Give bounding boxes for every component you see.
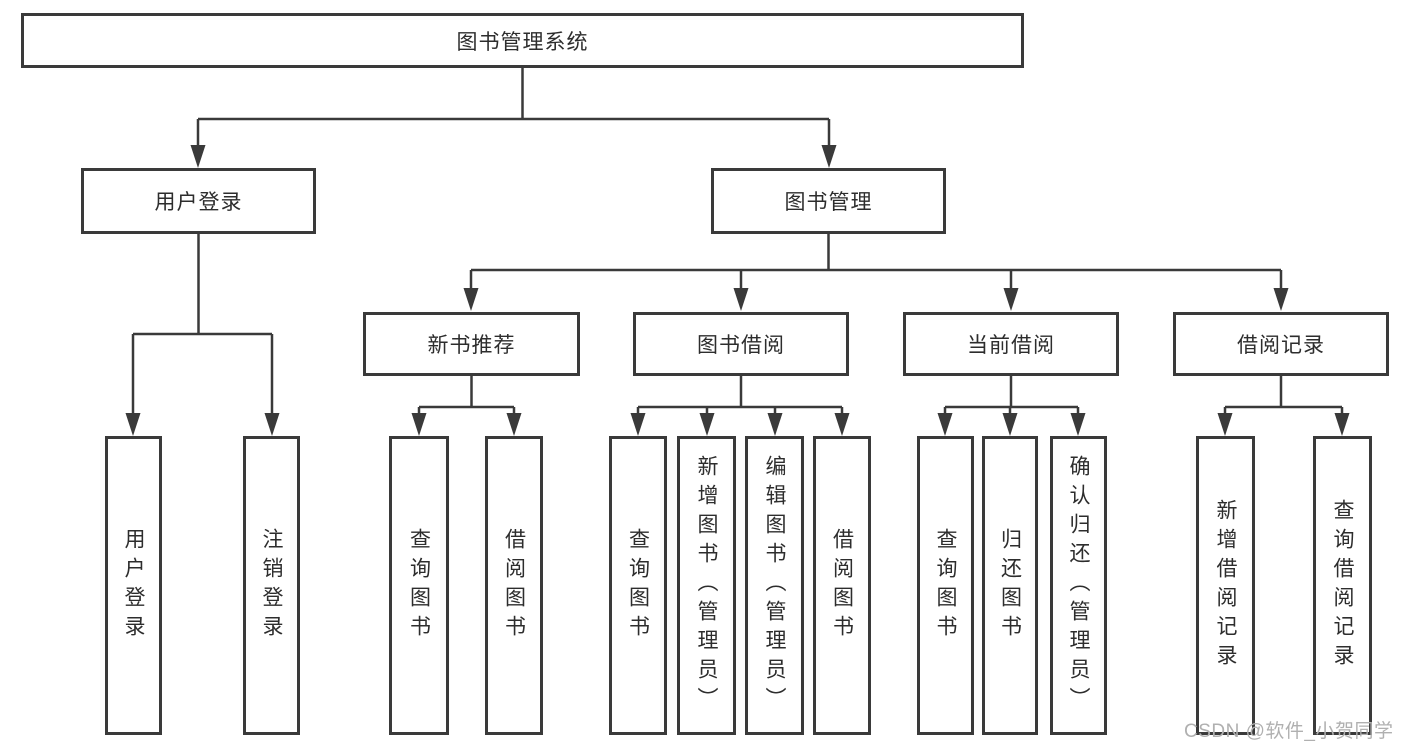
- connector-borrow-records-to-children: [1217, 376, 1350, 436]
- node-label: 查询图书: [626, 527, 650, 644]
- node-label: 借阅图书: [830, 527, 854, 644]
- node-library-management-system: 图书管理系统: [21, 13, 1024, 68]
- node-label: 新增借阅记录: [1214, 498, 1237, 673]
- node-book-borrowing: 图书借阅: [633, 312, 849, 376]
- leaf-user-login: 用户登录: [105, 436, 162, 735]
- node-label: 查询借阅记录: [1331, 498, 1354, 673]
- node-label: 图书借阅: [697, 334, 785, 357]
- connector-root-to-level2: [190, 68, 837, 168]
- node-label: 确认归还（管理员）: [1067, 455, 1090, 716]
- node-label: 图书管理: [784, 191, 873, 214]
- leaf-bb-edit-books-admin: 编辑图书（管理员）: [745, 436, 804, 735]
- leaf-bb-borrow-books: 借阅图书: [813, 436, 871, 735]
- node-borrowing-records: 借阅记录: [1173, 312, 1389, 376]
- node-label: 查询图书: [407, 527, 431, 644]
- node-label: 新增图书（管理员）: [695, 455, 718, 716]
- node-label: 编辑图书（管理员）: [763, 455, 786, 716]
- node-label: 用户登录: [122, 527, 145, 644]
- leaf-bb-add-books-admin: 新增图书（管理员）: [677, 436, 736, 735]
- leaf-cb-return-books: 归还图书: [982, 436, 1038, 735]
- node-label: 新书推荐: [427, 334, 516, 357]
- leaf-rec-borrow-books: 借阅图书: [485, 436, 543, 735]
- leaf-rec-query-books: 查询图书: [389, 436, 449, 735]
- node-current-borrowing: 当前借阅: [903, 312, 1119, 376]
- node-label: 借阅记录: [1237, 334, 1325, 357]
- node-book-management: 图书管理: [711, 168, 946, 234]
- leaf-cb-query-books: 查询图书: [917, 436, 974, 735]
- node-label: 借阅图书: [502, 527, 526, 644]
- node-label: 查询图书: [934, 527, 957, 644]
- connector-current-borrow-to-children: [937, 376, 1086, 436]
- node-label: 归还图书: [998, 527, 1022, 644]
- leaf-br-query-record: 查询借阅记录: [1313, 436, 1372, 735]
- node-label: 用户登录: [154, 191, 243, 214]
- connector-user-login-to-children: [125, 234, 280, 436]
- connector-book-mgmt-to-level3: [463, 234, 1289, 311]
- leaf-cb-confirm-return-admin: 确认归还（管理员）: [1050, 436, 1107, 735]
- leaf-bb-query-books: 查询图书: [609, 436, 667, 735]
- node-label: 当前借阅: [967, 334, 1055, 357]
- csdn-watermark: CSDN @软件_小贺同学: [1184, 721, 1394, 742]
- leaf-logout: 注销登录: [243, 436, 300, 735]
- node-label: 注销登录: [260, 527, 283, 644]
- leaf-br-add-record: 新增借阅记录: [1196, 436, 1255, 735]
- connector-new-book-rec-to-children: [411, 376, 522, 436]
- node-label: 图书管理系统: [456, 30, 589, 54]
- node-new-book-recommendation: 新书推荐: [363, 312, 580, 376]
- connector-book-borrow-to-children: [630, 376, 850, 436]
- node-user-login: 用户登录: [81, 168, 316, 234]
